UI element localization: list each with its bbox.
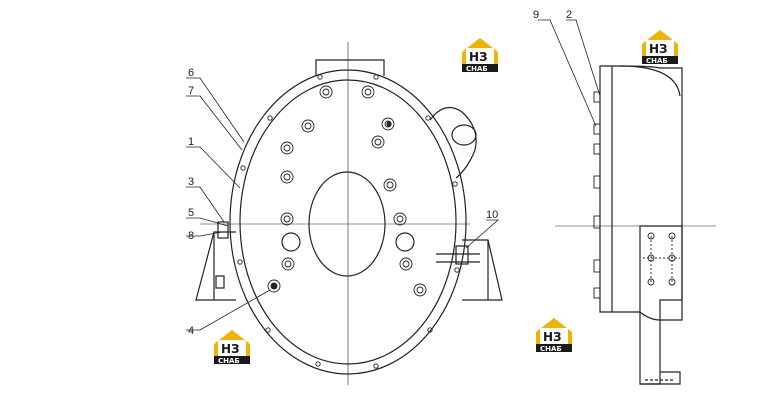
logo-brand: НЗ	[469, 50, 488, 64]
logo-sub: СНАБ	[646, 57, 668, 65]
callout-1: 1	[188, 136, 194, 148]
logo-sub: СНАБ	[218, 357, 240, 365]
logo-sub: СНАБ	[540, 345, 562, 353]
left-bracket	[195, 231, 236, 301]
side-bell	[429, 106, 477, 179]
watermark-logo-2: НЗ СНАБ	[642, 30, 678, 65]
dowel-mark-top	[386, 121, 392, 127]
side-top-curve	[619, 65, 681, 97]
callout-9: 9	[533, 9, 539, 21]
perimeter-holes	[237, 74, 460, 369]
logo-brand: НЗ	[221, 342, 240, 356]
callout-7: 7	[188, 85, 194, 97]
callout-10: 10	[486, 209, 498, 221]
front-view	[195, 42, 503, 385]
callout-6: 6	[188, 67, 194, 79]
side-studs	[593, 91, 601, 299]
side-view	[555, 65, 716, 385]
dowel-mark-bottom	[271, 283, 277, 289]
side-bracket-holes	[643, 232, 680, 286]
callout-4: 4	[188, 325, 194, 337]
side-bracket	[639, 225, 683, 385]
watermark-logo-3: НЗ СНАБ	[536, 318, 572, 353]
outer-flange	[229, 69, 467, 375]
inner-flange	[239, 79, 457, 365]
callout-2: 2	[566, 9, 572, 21]
callout-5: 5	[188, 207, 194, 219]
callout-3: 3	[188, 176, 194, 188]
central-bore	[308, 171, 386, 277]
callout-labels: 6 7 1 3 5 8 4 10 9 2	[188, 9, 572, 337]
side-bell-opening	[451, 124, 477, 146]
watermark-logo-4: НЗ СНАБ	[214, 330, 250, 365]
callout-8: 8	[188, 230, 194, 242]
logo-brand: НЗ	[649, 42, 668, 56]
left-bracket-bolt	[215, 275, 225, 289]
left-bracket-lug	[217, 221, 229, 239]
leader-lines	[186, 19, 601, 331]
logo-sub: СНАБ	[466, 65, 488, 73]
watermark-logo-1: НЗ СНАБ	[462, 38, 498, 73]
logo-brand: НЗ	[543, 330, 562, 344]
top-boss	[315, 59, 385, 76]
side-foot	[640, 371, 681, 385]
right-dowel-boss	[395, 232, 415, 252]
left-dowel-boss	[281, 232, 301, 252]
side-body	[599, 65, 683, 321]
inner-bolt-bosses	[267, 85, 427, 297]
